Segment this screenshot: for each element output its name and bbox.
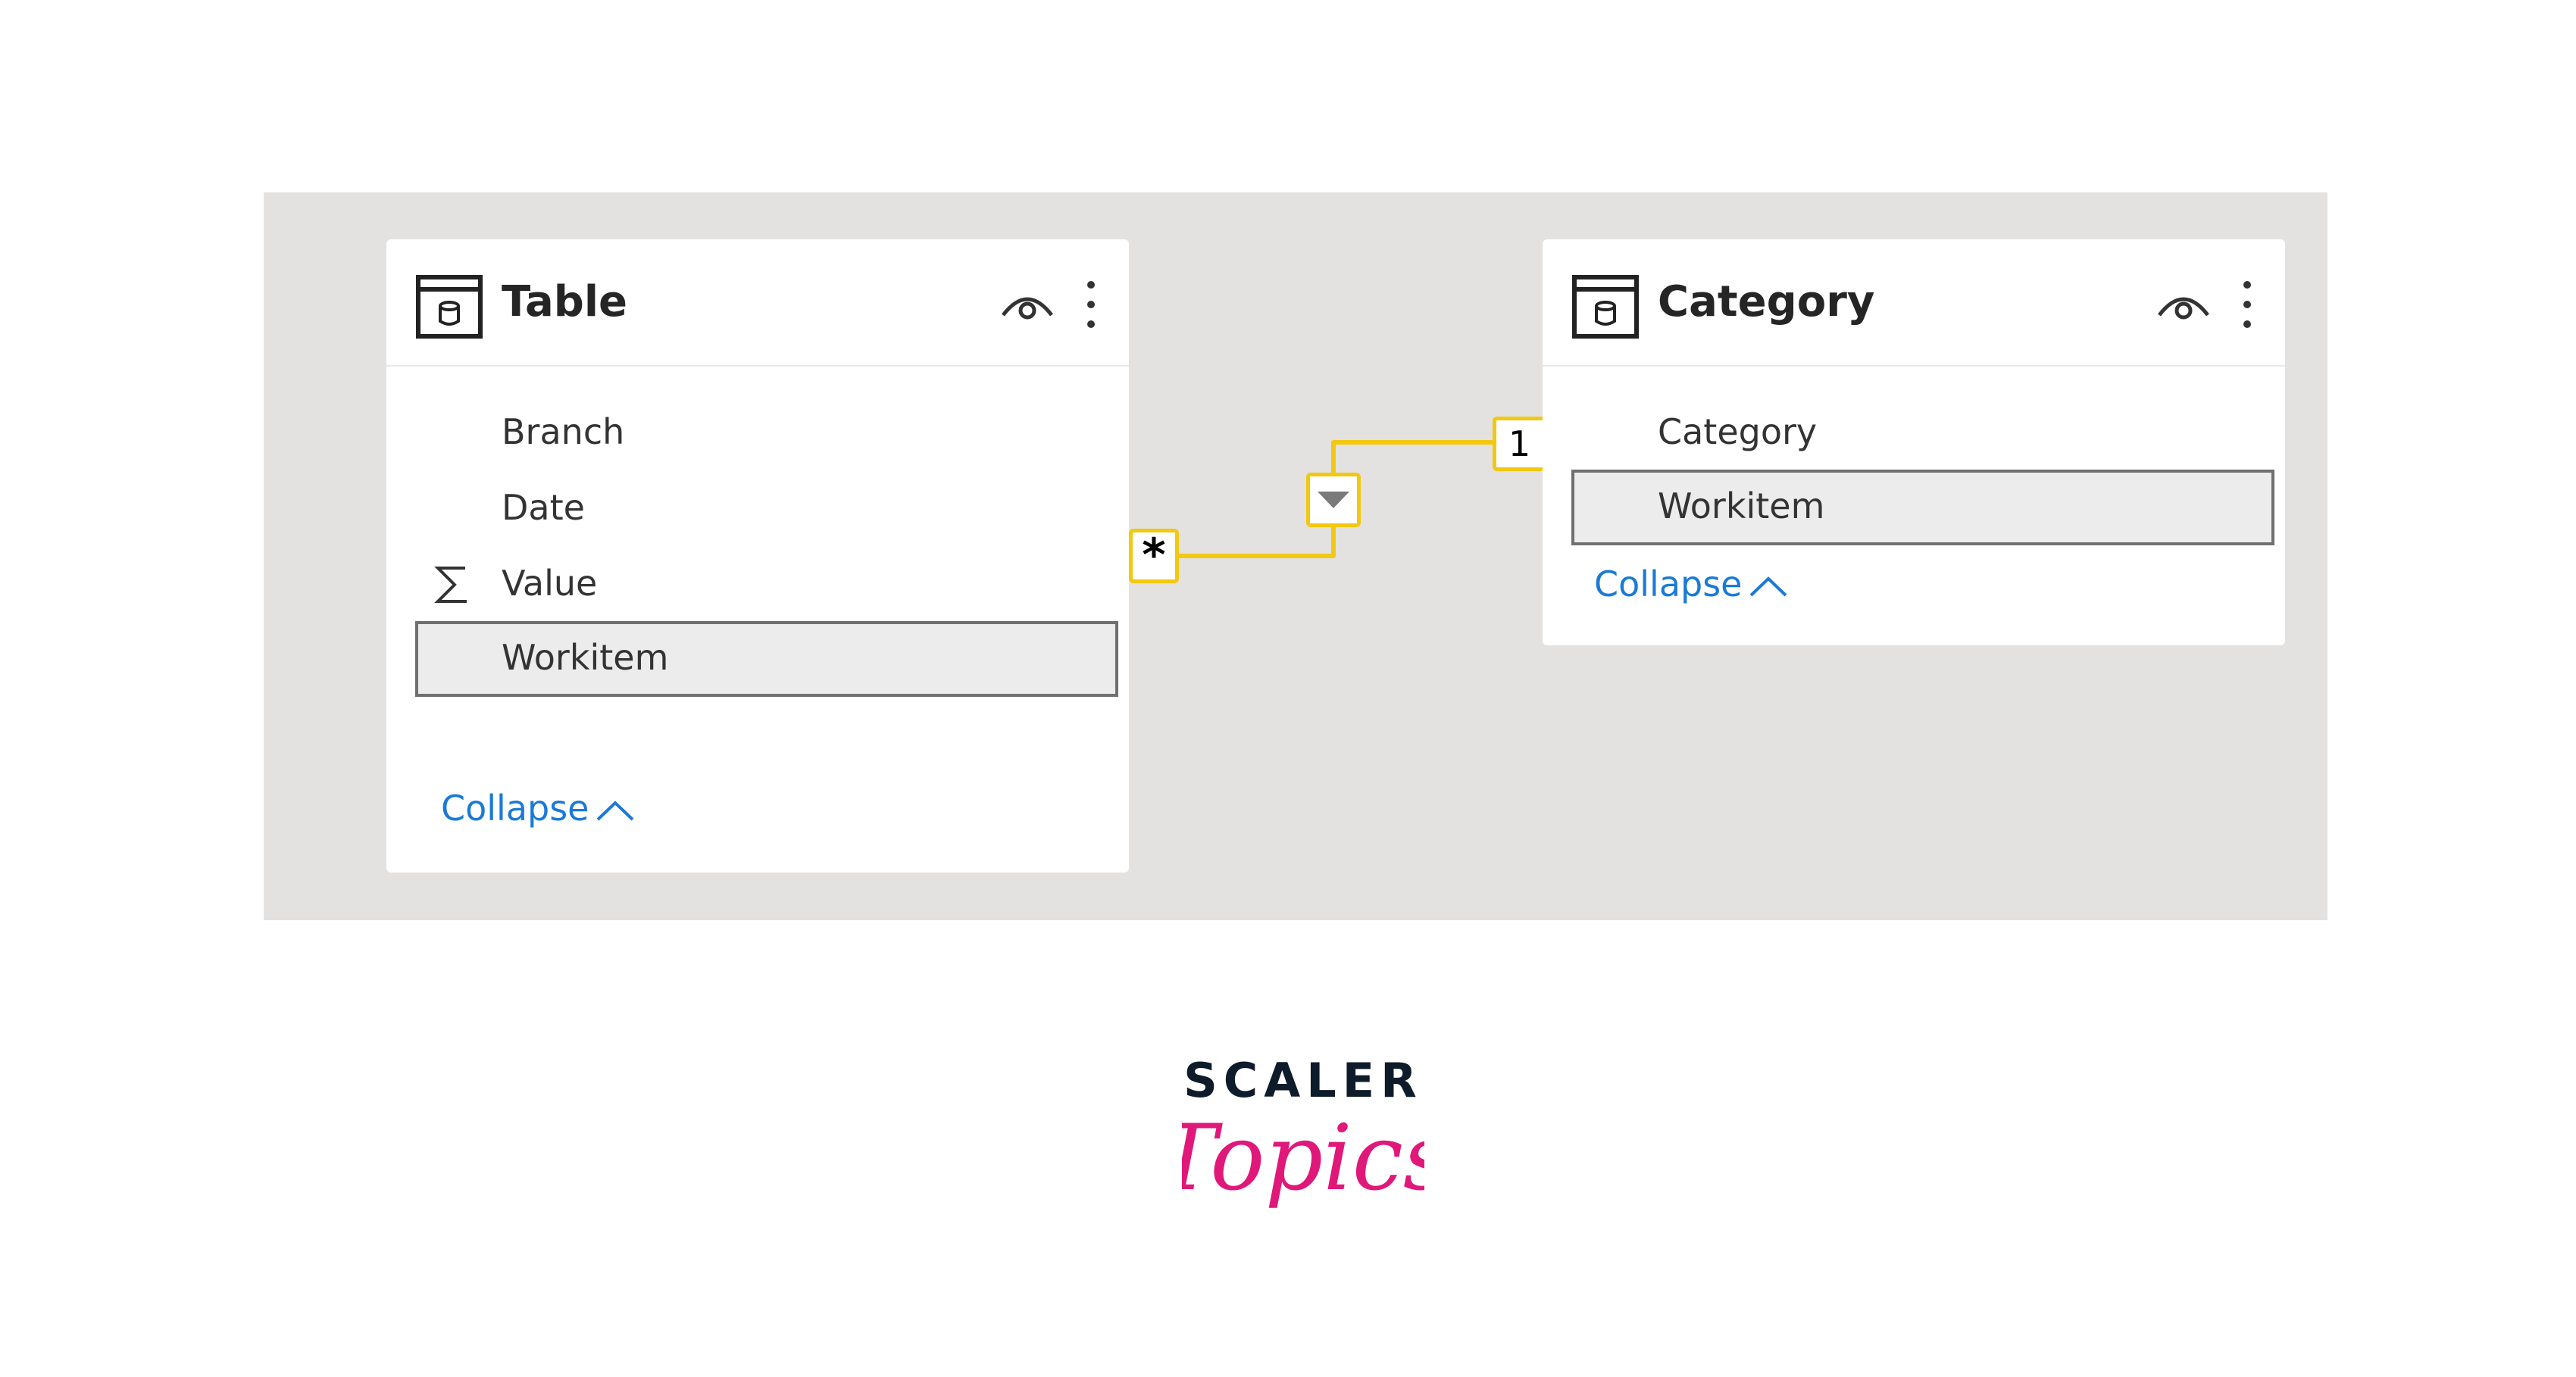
collapse-label: Collapse: [441, 788, 589, 829]
card-header: Category: [1543, 239, 2285, 367]
field-workitem[interactable]: Workitem: [415, 621, 1118, 697]
chevron-up-icon: [1750, 576, 1787, 596]
many-cardinality-label: *: [1142, 529, 1166, 582]
more-options-icon[interactable]: [1083, 279, 1099, 330]
field-date[interactable]: Date: [417, 471, 1099, 544]
card-title: Category: [1658, 277, 1875, 326]
logo-wordmark-top: SCALER: [1183, 1053, 1423, 1108]
logo-script-text: Topics: [1182, 1106, 1424, 1211]
filter-direction-badge[interactable]: [1306, 473, 1361, 527]
one-cardinality-label: 1: [1508, 423, 1531, 464]
many-cardinality-badge[interactable]: *: [1129, 529, 1179, 583]
eye-icon[interactable]: [2156, 286, 2211, 324]
more-options-icon[interactable]: [2240, 279, 2255, 330]
field-label: Branch: [502, 411, 625, 452]
triangle-down-icon: [1318, 492, 1349, 508]
table-card-table[interactable]: Table Branch Date Value Workitem Collaps…: [386, 239, 1129, 873]
sigma-icon: [434, 567, 467, 603]
collapse-label: Collapse: [1594, 564, 1743, 604]
table-card-category[interactable]: Category Category Workitem Collapse: [1543, 239, 2285, 645]
logo-script-wordmark: Topics: [1182, 1106, 1424, 1211]
card-title: Table: [502, 277, 628, 326]
table-icon: [1572, 275, 1639, 339]
scaler-topics-logo: SCALER Topics: [1182, 1053, 1424, 1265]
card-header: Table: [386, 239, 1129, 367]
one-cardinality-badge[interactable]: 1: [1493, 417, 1543, 471]
field-label: Value: [502, 563, 598, 604]
field-workitem[interactable]: Workitem: [1571, 470, 2274, 545]
field-label: Category: [1658, 411, 1818, 452]
table-icon: [416, 275, 483, 339]
eye-icon[interactable]: [1000, 286, 1055, 324]
field-branch[interactable]: Branch: [417, 395, 1099, 468]
field-value[interactable]: Value: [417, 547, 1099, 620]
chevron-up-icon: [597, 800, 634, 820]
field-label: Workitem: [502, 637, 669, 678]
collapse-link[interactable]: Collapse: [1594, 557, 1789, 610]
field-label: Workitem: [1658, 486, 1825, 526]
field-category[interactable]: Category: [1573, 395, 2255, 468]
collapse-link[interactable]: Collapse: [441, 782, 636, 835]
field-label: Date: [502, 487, 585, 528]
